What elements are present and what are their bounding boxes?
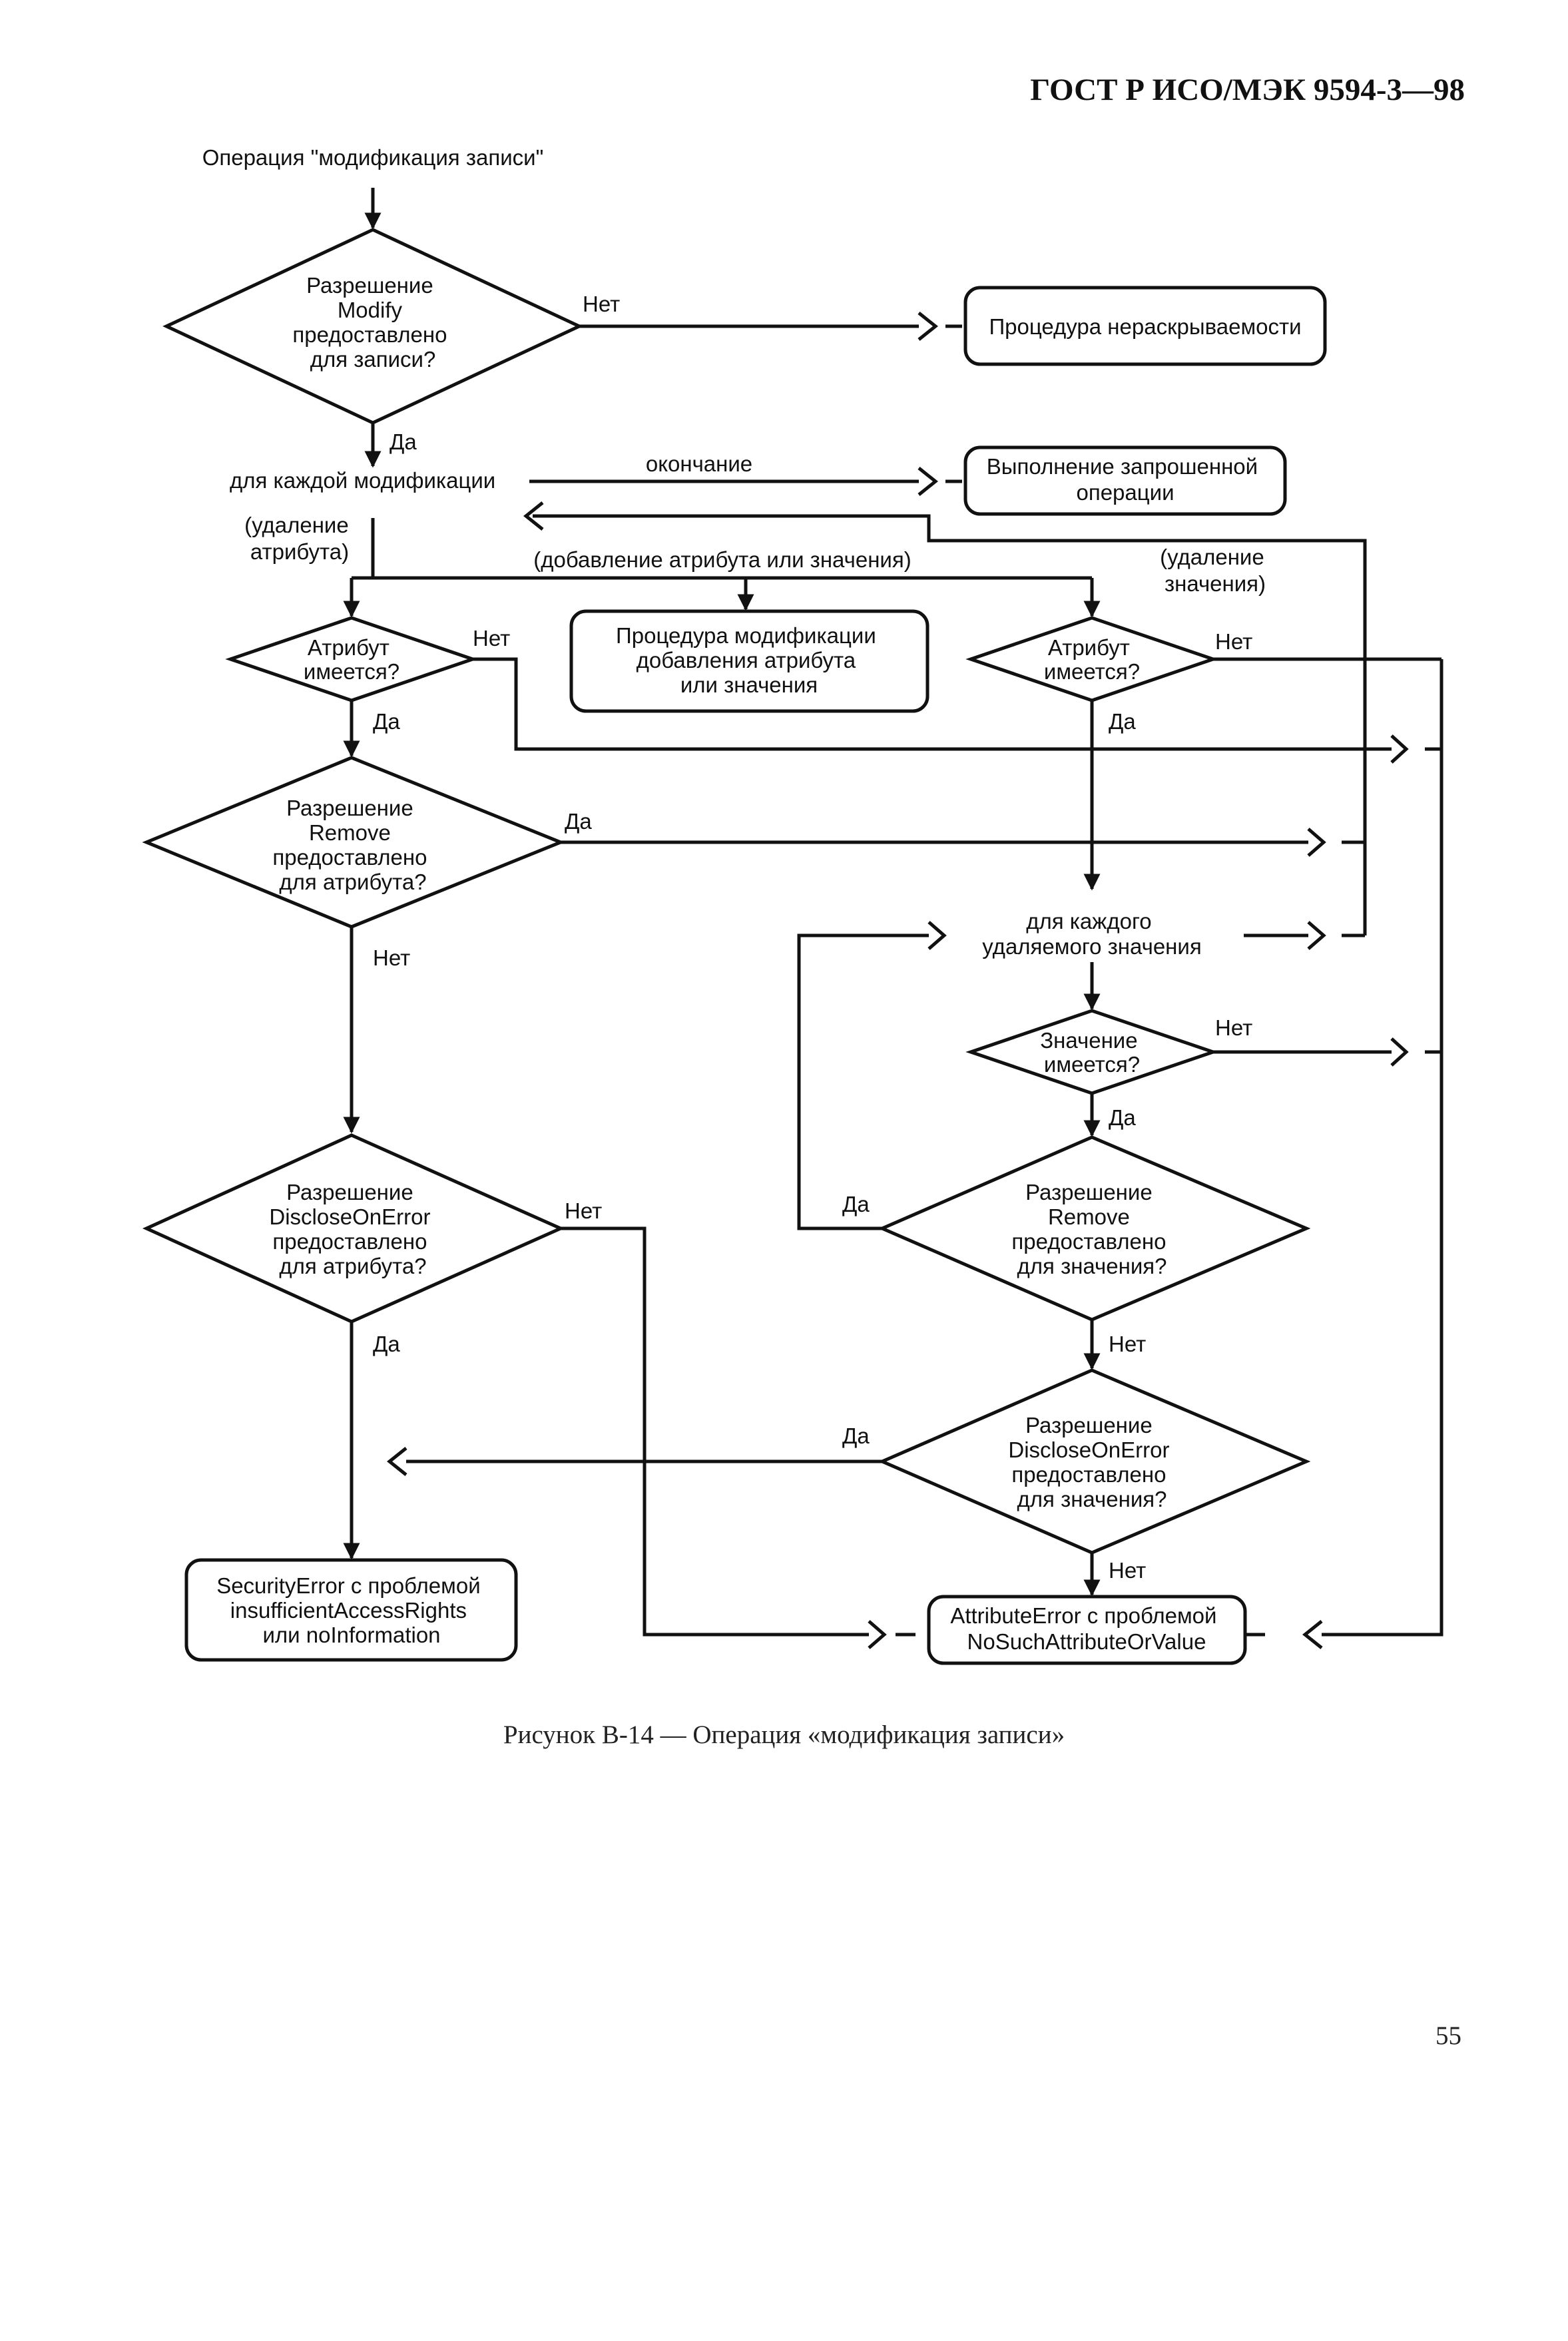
- value-loop-label: для каждого удаляемого значения: [982, 909, 1201, 959]
- connector-chevron: [1390, 1037, 1409, 1067]
- label-no-remove-value: Нет: [1109, 1332, 1146, 1356]
- label-yes-attr-right: Да: [1109, 709, 1136, 734]
- label-end: окончание: [646, 451, 752, 476]
- edge-right-trunk: [1322, 659, 1443, 1637]
- process-add-text: Процедура модификации добавления атрибут…: [616, 623, 882, 697]
- terminal-security-text: SecurityError с проблемой insufficientAc…: [216, 1573, 487, 1647]
- connector-chevron: [386, 1447, 407, 1476]
- connector-chevron: [868, 1620, 887, 1649]
- label-yes-disclose-value: Да: [842, 1424, 870, 1448]
- process-add-procedure: [569, 609, 929, 713]
- label-yes-disclose-attr: Да: [373, 1332, 400, 1356]
- label-no-attr-right: Нет: [1215, 629, 1252, 654]
- connector-chevron: [1307, 921, 1326, 950]
- terminal-nondisclosure-text: Процедура нераскрываемости: [989, 314, 1301, 339]
- edge-attr-left-no: [473, 657, 1392, 751]
- edge-value-loop-return: [797, 933, 929, 1230]
- terminal-attribute-text: AttributeError с проблемой NoSuchAttribu…: [950, 1603, 1222, 1654]
- label-yes-attr-left: Да: [373, 709, 400, 734]
- start-label: Операция "модификация записи": [202, 145, 544, 170]
- page-header: ГОСТ Р ИСО/МЭК 9594-3—98: [1030, 73, 1465, 107]
- decision-attr-left-text: Атрибут имеется?: [304, 635, 399, 684]
- connector-chevron: [1390, 734, 1409, 764]
- edge-disclose-attr-no: [561, 1226, 869, 1637]
- label-no-disclose-value: Нет: [1109, 1558, 1146, 1583]
- label-yes-remove-value: Да: [842, 1192, 870, 1216]
- connector-chevron: [927, 921, 947, 950]
- label-add: (добавление атрибута или значения): [533, 547, 911, 572]
- label-yes-remove-attr: Да: [565, 809, 592, 834]
- terminal-nondisclosure: [963, 286, 1327, 366]
- decision-modify-text: Разрешение Modify предоставлено для запи…: [292, 273, 453, 372]
- figure-caption: Рисунок В-14 — Операция «модификация зап…: [503, 1720, 1065, 1749]
- connector-chevron: [917, 312, 939, 341]
- terminal-perform-text: Выполнение запрошенной операции: [987, 454, 1264, 505]
- decision-value-text: Значение имеется?: [1040, 1028, 1144, 1077]
- label-yes-value: Да: [1109, 1105, 1136, 1130]
- decision-attr-right-text: Атрибут имеется?: [1044, 635, 1140, 684]
- edge-loop-return: [533, 514, 1367, 935]
- page-number: 55: [1436, 2021, 1461, 2050]
- label-no-disclose-attr: Нет: [565, 1198, 602, 1223]
- loop-label: для каждой модификации: [230, 468, 495, 493]
- connector-chevron: [1307, 828, 1326, 857]
- label-no-attr-left: Нет: [473, 626, 510, 650]
- label-no-modify: Нет: [583, 292, 620, 316]
- connector-chevron: [1302, 1620, 1323, 1649]
- label-no-value: Нет: [1215, 1015, 1252, 1040]
- label-remove-attribute: (удаление атрибута): [244, 513, 355, 564]
- decision-remove-attr-text: Разрешение Remove предоставлено для атри…: [272, 796, 433, 894]
- terminal-attribute-error: [927, 1595, 1247, 1665]
- terminal-security-error: [184, 1558, 518, 1662]
- decision-remove-value-text: Разрешение Remove предоставлено для знач…: [1011, 1180, 1172, 1278]
- label-no-remove-attr: Нет: [373, 945, 410, 970]
- decision-disclose-value-text: Разрешение DiscloseOnError предоставлено…: [1008, 1413, 1175, 1511]
- decision-disclose-attr-text: Разрешение DiscloseOnError предоставлено…: [269, 1180, 436, 1278]
- connector-chevron: [917, 467, 939, 496]
- terminal-perform-operation: [963, 445, 1287, 516]
- label-yes-modify: Да: [390, 429, 417, 454]
- label-remove-value: (удаление значения): [1160, 545, 1270, 596]
- connector-chevron: [523, 501, 544, 531]
